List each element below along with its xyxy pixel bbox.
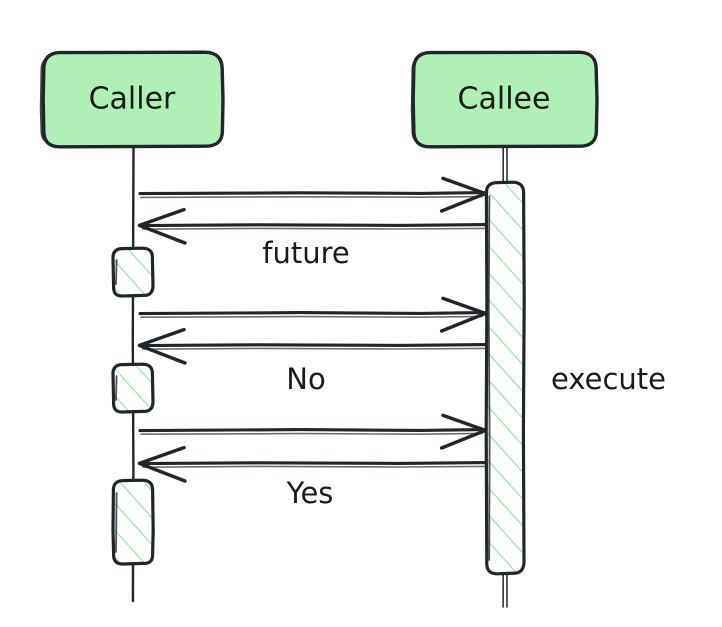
participant-callee[interactable]: Callee xyxy=(410,50,599,149)
message-msg-2-response: No xyxy=(137,327,488,396)
message-msg-3-request xyxy=(138,413,488,450)
message-msg-3-response: Yes xyxy=(137,445,488,510)
arrow-head-right xyxy=(439,176,488,213)
message-msg-2-request xyxy=(138,296,488,333)
participant-caller[interactable]: Caller xyxy=(39,50,225,149)
arrow-head-left xyxy=(137,327,187,365)
arrow-head-left xyxy=(137,207,187,245)
message-label-yes: Yes xyxy=(286,476,334,510)
activation-caller-act-1 xyxy=(111,246,155,298)
message-label-future: future xyxy=(262,236,349,270)
arrow-head-left xyxy=(137,445,187,483)
activation-caller-act-3 xyxy=(111,478,155,566)
message-msg-1-request xyxy=(138,176,488,213)
message-label-no: No xyxy=(286,362,325,396)
participant-label-caller: Caller xyxy=(89,82,176,117)
arrow-head-right xyxy=(439,413,488,450)
activation-caller-act-2 xyxy=(111,362,155,414)
activation-callee-execute: execute xyxy=(484,180,666,576)
message-msg-1-response: future xyxy=(137,207,488,270)
activation-label-execute: execute xyxy=(551,362,666,396)
participant-label-callee: Callee xyxy=(458,82,551,117)
arrow-head-right xyxy=(439,296,488,333)
activation-callee-hatch xyxy=(486,182,524,574)
